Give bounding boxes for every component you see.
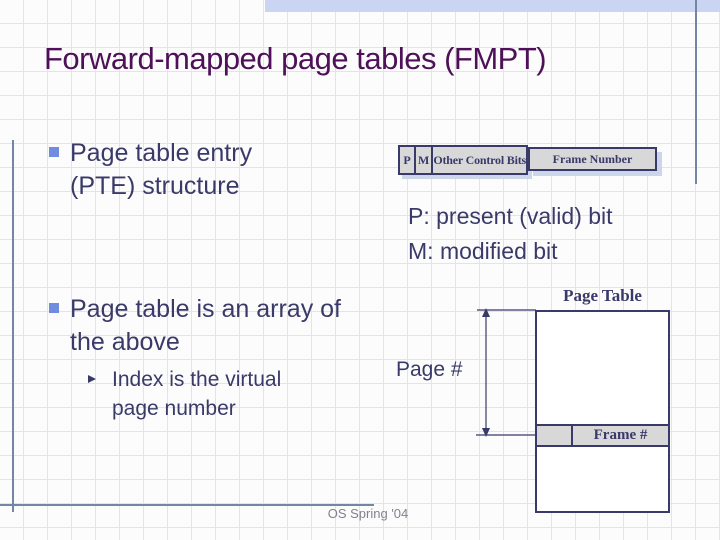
pte-frame-number-box: Frame Number [528, 147, 657, 171]
frame-row-index-cell [537, 426, 573, 445]
slide-title: Forward-mapped page tables (FMPT) [44, 41, 547, 76]
legend-present-bit: P: present (valid) bit [408, 203, 613, 229]
page-number-label: Page # [396, 358, 463, 381]
left-accent-line [12, 140, 14, 512]
pte-structure-box: P M Other Control Bits [398, 145, 528, 175]
top-accent-bar [265, 0, 720, 12]
bottom-accent-line [0, 504, 374, 506]
bullet-square-icon [49, 147, 59, 157]
pte-cell-other-control-bits: Other Control Bits [433, 152, 526, 167]
footer-course-label: OS Spring '04 [327, 506, 409, 521]
legend-modified-bit: M: modified bit [408, 238, 558, 264]
arrow-bullet-icon [88, 375, 96, 383]
double-arrow-icon [476, 308, 536, 437]
page-table-box: Frame # [535, 310, 670, 513]
page-table-title: Page Table [563, 286, 642, 305]
bullet-page-table-entry: Page table entry (PTE) structure [70, 139, 253, 200]
sub-bullet-index-virtual: Index is the virtual page number [112, 368, 282, 420]
pte-cell-p: P [400, 147, 416, 173]
bullet-square-icon [49, 303, 59, 313]
bullet-page-table-array: Page table is an array of the above [70, 295, 341, 356]
frame-row: Frame # [535, 424, 670, 447]
frame-row-label: Frame # [593, 427, 648, 443]
pte-cell-m: M [416, 147, 434, 173]
right-accent-line [695, 0, 697, 184]
